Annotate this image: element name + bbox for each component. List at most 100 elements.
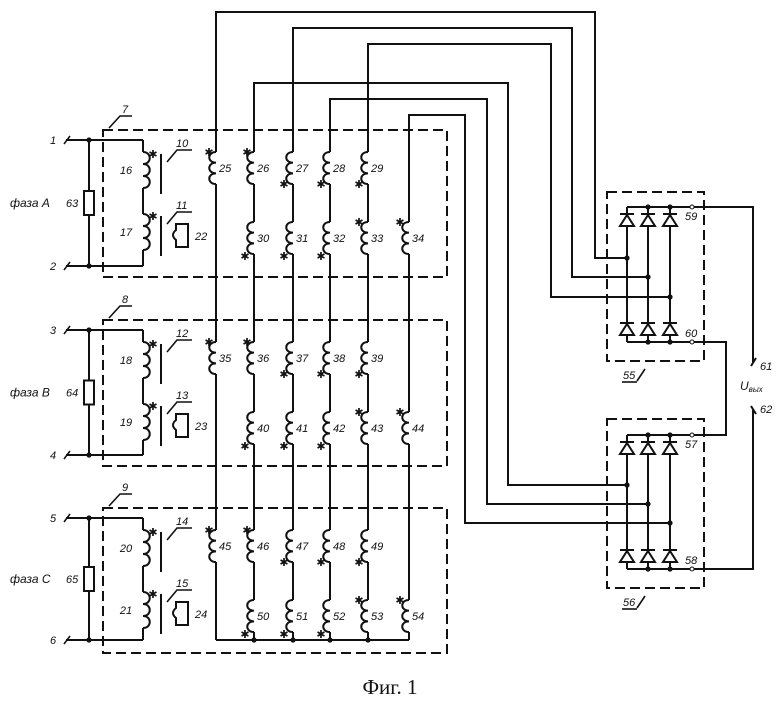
polarity-mark-icon: ✱	[148, 338, 157, 351]
junction-dot	[86, 515, 91, 520]
winding-label: 51	[296, 611, 308, 623]
polarity-mark-icon: ✱	[354, 556, 363, 569]
output-wire	[694, 410, 753, 569]
leader-line	[109, 494, 132, 506]
polarity-mark-icon: ✱	[204, 146, 213, 159]
polarity-mark-icon: ✱	[204, 336, 213, 349]
polarity-mark-icon: ✱	[204, 524, 213, 537]
gap	[291, 222, 295, 254]
polarity-mark-icon: ✱	[148, 210, 157, 223]
gap	[328, 600, 332, 632]
polarity-mark-icon: ✱	[395, 216, 404, 229]
polarity-mark-icon: ✱	[242, 524, 251, 537]
winding-label: 40	[257, 423, 270, 435]
diode-icon	[620, 443, 634, 454]
winding-label: 44	[412, 423, 424, 435]
output-terminal	[690, 433, 694, 437]
gap	[328, 342, 332, 374]
polarity-mark-icon: ✱	[242, 146, 251, 159]
gap	[366, 600, 370, 632]
polarity-mark-icon: ✱	[148, 588, 157, 601]
core-label: 10	[176, 138, 189, 150]
winding-label: 48	[333, 541, 346, 553]
block-label: 7	[122, 104, 129, 116]
polarity-mark-icon: ✱	[316, 556, 325, 569]
gap	[291, 530, 295, 562]
winding-label: 39	[371, 353, 383, 365]
winding-label: 46	[257, 541, 270, 553]
bus-junction	[624, 255, 629, 260]
terminal-label: 5	[50, 513, 57, 525]
gap	[252, 342, 256, 374]
polarity-mark-icon: ✱	[354, 594, 363, 607]
junction-dot	[645, 339, 650, 344]
leader-line	[637, 596, 645, 608]
gap	[291, 342, 295, 374]
diode-icon	[663, 551, 677, 562]
winding-label: 29	[370, 163, 383, 175]
junction-dot	[645, 204, 650, 209]
junction-dot	[667, 566, 672, 571]
polarity-mark-icon: ✱	[316, 440, 325, 453]
load-icon	[173, 224, 188, 247]
output-terminal-label: 62	[760, 404, 772, 416]
series-link	[694, 342, 726, 435]
leader-line	[167, 212, 192, 224]
winding-label: 36	[257, 353, 270, 365]
terminal-label: 6	[50, 635, 57, 647]
diode-icon	[663, 324, 677, 335]
load-label: 22	[194, 231, 207, 243]
gap	[214, 152, 218, 184]
gap	[407, 222, 411, 254]
gap	[366, 412, 370, 444]
terminal-label: 2	[49, 261, 56, 273]
winding-label: 41	[296, 423, 308, 435]
polarity-mark-icon: ✱	[395, 594, 404, 607]
winding-label: 17	[120, 227, 133, 239]
terminal-label: 4	[50, 450, 56, 462]
winding-label: 49	[371, 541, 383, 553]
neutral-junction	[365, 637, 370, 642]
resistor-label: 64	[66, 388, 78, 400]
core-label: 12	[176, 328, 188, 340]
winding-label: 45	[219, 541, 232, 553]
output-terminal-label: 61	[760, 361, 772, 373]
bus-junction	[624, 482, 629, 487]
rectifier-label: 55	[623, 370, 636, 382]
polarity-mark-icon: ✱	[316, 250, 325, 263]
bus-line	[216, 12, 627, 640]
load-icon	[173, 414, 188, 437]
rectifier-label: 56	[623, 597, 636, 609]
diode-icon	[620, 324, 634, 335]
diode-icon	[641, 551, 655, 562]
bus-junction	[667, 294, 672, 299]
gap	[252, 530, 256, 562]
winding-label: 42	[333, 423, 345, 435]
labels: 71263фаза A✱✱1617101122✱25✱26✱27✱28✱29✱3…	[10, 104, 772, 647]
junction-dot	[667, 204, 672, 209]
leader-line	[167, 150, 192, 162]
neutral-junction	[327, 637, 332, 642]
polarity-mark-icon: ✱	[148, 400, 157, 413]
gap	[252, 152, 256, 184]
leader-line	[167, 590, 192, 602]
polarity-mark-icon: ✱	[148, 526, 157, 539]
terminal-label: 60	[685, 328, 698, 340]
winding-label: 25	[218, 163, 232, 175]
terminal-label: 58	[685, 555, 698, 567]
output-terminal	[690, 340, 694, 344]
junction-dot	[86, 327, 91, 332]
gap	[214, 342, 218, 374]
bus-junction	[645, 274, 650, 279]
winding-label: 52	[333, 611, 345, 623]
polarity-mark-icon: ✱	[316, 368, 325, 381]
winding-label: 54	[412, 611, 424, 623]
resistor-icon	[84, 381, 94, 405]
leader-line	[109, 116, 132, 128]
winding-label: 37	[296, 353, 309, 365]
winding-label: 33	[371, 233, 384, 245]
diode-icon	[641, 215, 655, 226]
block-label: 8	[122, 294, 129, 306]
polarity-mark-icon: ✱	[279, 628, 288, 641]
core-label: 15	[176, 578, 189, 590]
